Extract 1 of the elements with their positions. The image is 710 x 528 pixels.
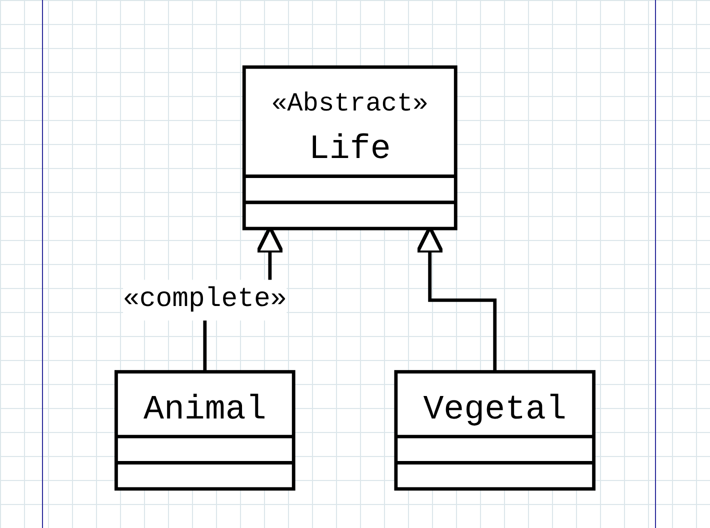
edge-label: «complete» [123, 284, 287, 315]
